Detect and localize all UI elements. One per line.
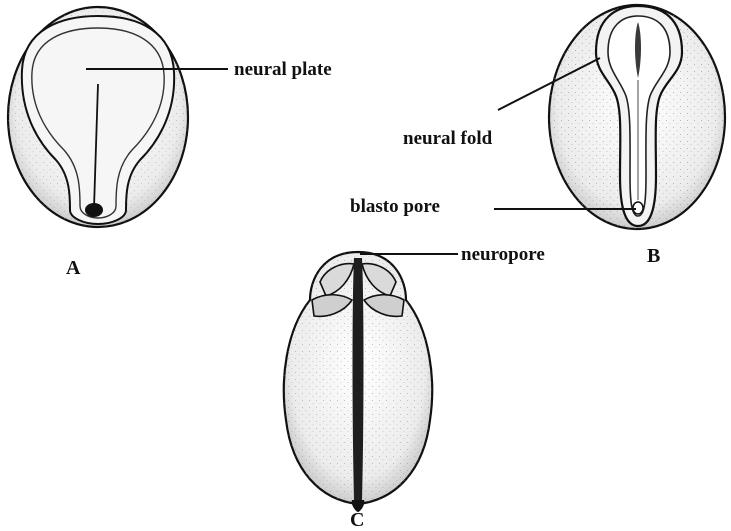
embryo-b <box>549 5 725 229</box>
embryo-c <box>284 252 432 512</box>
label-neuropore: neuropore <box>461 245 545 264</box>
panel-label-b: B <box>647 246 660 266</box>
label-neural-plate: neural plate <box>234 60 332 79</box>
blastopore-a <box>85 203 103 217</box>
panel-label-a: A <box>66 258 80 278</box>
embryo-a <box>8 7 188 227</box>
label-neural-fold: neural fold <box>403 129 492 148</box>
label-blasto-pore: blasto pore <box>350 197 440 216</box>
neural-tube-c <box>353 258 364 500</box>
panel-label-c: C <box>350 510 364 530</box>
